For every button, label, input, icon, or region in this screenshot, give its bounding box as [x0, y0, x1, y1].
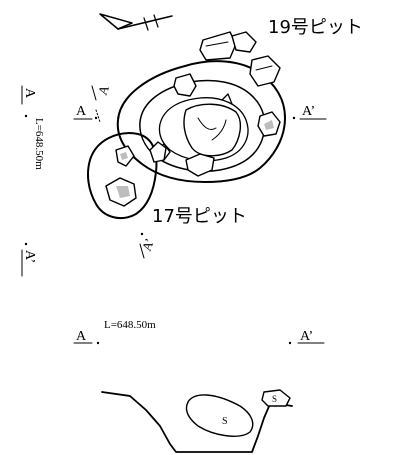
- vertical-section-start-label: A: [22, 88, 37, 99]
- section-end-label: A’: [300, 329, 313, 344]
- section-stone-large-label: S: [222, 416, 228, 427]
- section-level-label: L=648.50m: [104, 319, 156, 331]
- pit-19-label: 19号ピット: [268, 17, 363, 38]
- section-stone-small-label: S: [272, 394, 277, 404]
- plan-diagonal-end-label: A’: [139, 236, 157, 253]
- section-stone-small: [261, 389, 291, 407]
- section-stone-large: [185, 394, 254, 437]
- vertical-level-label: L=648.50m: [33, 118, 45, 170]
- pit-17-outline: [87, 132, 167, 220]
- plan-diagonal-start-label: A: [95, 82, 113, 97]
- plan-section-start-label: A: [76, 104, 87, 119]
- section-start-label: A: [76, 329, 87, 344]
- north-arrow-icon: [99, 13, 173, 31]
- vertical-section-end-label: A’: [22, 250, 37, 263]
- pit-17-label: 17号ピット: [152, 206, 247, 227]
- section-profile: L=648.50m A A’ S S: [73, 319, 325, 453]
- vertical-section-markers: A L=648.50m A’: [21, 85, 45, 277]
- pit-19-stones: [155, 31, 281, 177]
- plan-section-end-label: A’: [302, 104, 315, 119]
